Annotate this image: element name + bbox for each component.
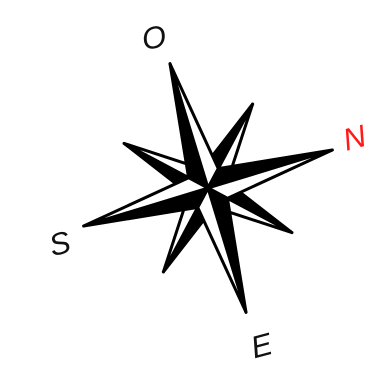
east-label: E bbox=[247, 326, 276, 365]
compass-star bbox=[84, 64, 333, 313]
south-label: S bbox=[45, 224, 74, 263]
north-label: N bbox=[339, 118, 370, 158]
west-label: O bbox=[139, 18, 169, 57]
